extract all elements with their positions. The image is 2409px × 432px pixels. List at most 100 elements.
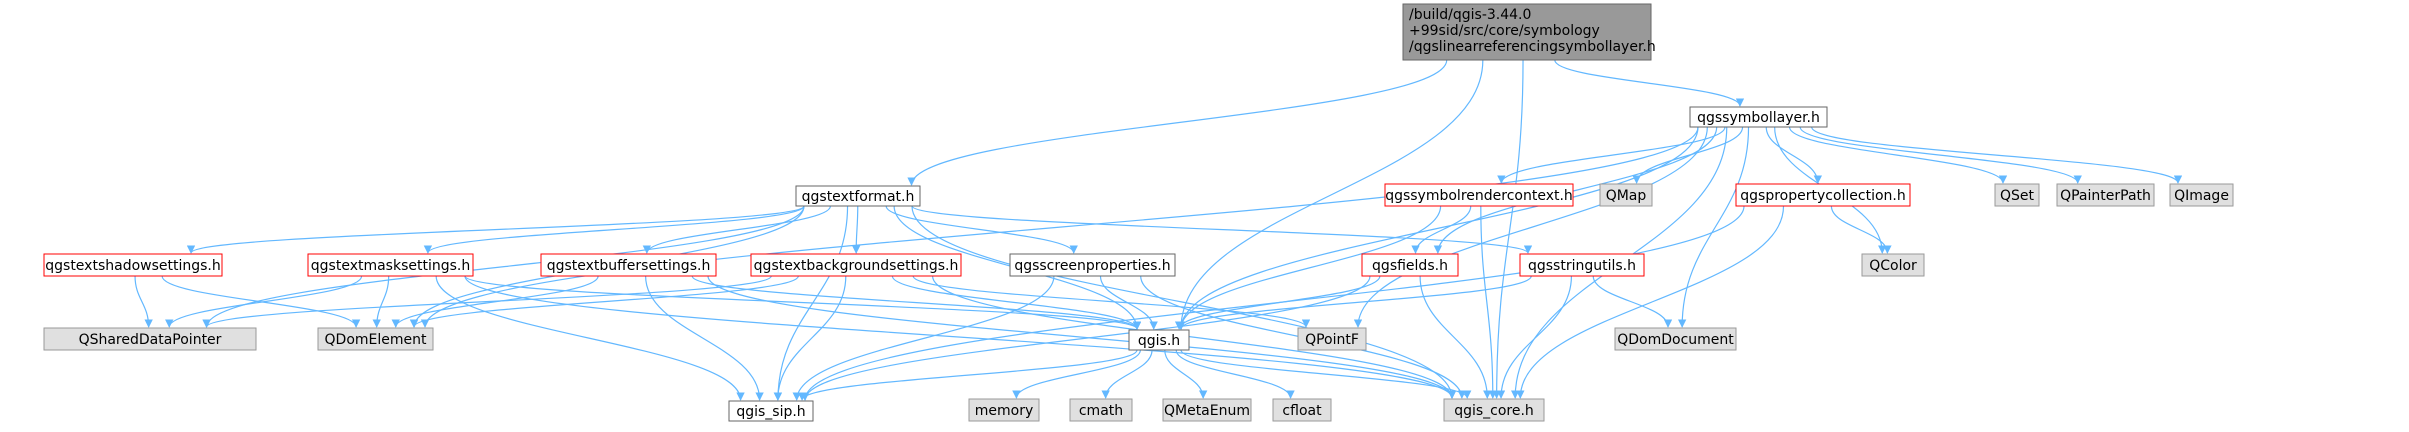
- node-box-QMetaEnum: [1162, 398, 1252, 422]
- edge-qgstextformat-to-qgstextmasksettings: [423, 205, 805, 254]
- edge-qgstextformat-to-qgstextshadowsettings: [187, 205, 805, 254]
- node-qgstextbuffersettings[interactable]: qgstextbuffersettings.h: [540, 253, 717, 277]
- node-label-QColor: QColor: [1869, 258, 1917, 274]
- node-QDomDocument: QDomDocument: [1614, 327, 1737, 351]
- edge-qgstextbackgroundsettings-to-QDomElement: [409, 275, 799, 328]
- node-QPainterPath: QPainterPath: [2056, 183, 2155, 207]
- node-label-qgis_sip: qgis_sip.h: [736, 404, 805, 420]
- node-label-QMap: QMap: [1606, 188, 1647, 204]
- edge-qgstextmasksettings-to-qgis: [464, 275, 1141, 330]
- edge-root-to-qgstextformat: [907, 59, 1448, 186]
- node-qgstextshadowsettings[interactable]: qgstextshadowsettings.h: [43, 253, 223, 277]
- edge-qgspropertycollection-to-QColor: [1830, 205, 1892, 254]
- node-box-qgstextbuffersettings: [540, 253, 717, 277]
- edge-qgssymbolrendercontext-to-qgis: [1176, 205, 1442, 330]
- node-label-QMetaEnum: QMetaEnum: [1164, 403, 1250, 419]
- node-QSharedDataPointer: QSharedDataPointer: [43, 327, 257, 351]
- edge-qgstextformat-to-qgsstringutils: [911, 205, 1532, 254]
- node-label-qgis_core: qgis_core.h: [1454, 403, 1534, 419]
- node-box-root: [1402, 3, 1652, 61]
- node-box-qgssymbolrendercontext: [1384, 183, 1574, 207]
- node-qgis_sip[interactable]: qgis_sip.h: [728, 400, 814, 422]
- node-QColor: QColor: [1861, 253, 1925, 277]
- node-qgstextformat[interactable]: qgstextformat.h: [795, 185, 921, 207]
- edge-qgsstringutils-to-qgis_core: [1496, 275, 1573, 399]
- edge-qgstextbackgroundsettings-to-QPointF: [912, 275, 1311, 328]
- edge-qgstextformat-to-QSharedDataPointer: [202, 205, 805, 328]
- node-label-memory: memory: [975, 403, 1034, 419]
- node-qgstextmasksettings[interactable]: qgstextmasksettings.h: [307, 253, 474, 277]
- node-root[interactable]: /build/qgis-3.44.0+99sid/src/core/symbol…: [1402, 3, 1656, 61]
- edge-qgsfields-to-qgis_sip: [800, 275, 1371, 401]
- node-label-QDomDocument: QDomDocument: [1617, 332, 1734, 348]
- node-label-QPointF: QPointF: [1305, 332, 1359, 348]
- node-box-QSharedDataPointer: [43, 327, 257, 351]
- node-label-qgstextshadowsettings: qgstextshadowsettings.h: [45, 258, 221, 274]
- node-box-qgis_core: [1443, 398, 1545, 422]
- node-label-qgspropertycollection: qgspropertycollection.h: [1740, 188, 1906, 204]
- node-box-qgstextshadowsettings: [43, 253, 223, 277]
- node-label-root-line-0: /build/qgis-3.44.0: [1409, 7, 1531, 23]
- edge-qgssymbollayer-to-QPointF: [1353, 126, 1708, 328]
- node-box-QDomElement: [317, 327, 434, 351]
- node-label-root-line-1: +99sid/src/core/symbology: [1409, 23, 1600, 39]
- node-box-QImage: [2169, 183, 2234, 207]
- node-box-qgsstringutils: [1519, 253, 1645, 277]
- edge-qgsstringutils-to-QDomDocument: [1592, 275, 1673, 328]
- edges-layer: [134, 59, 2183, 401]
- edge-qgis-to-memory: [1012, 349, 1141, 399]
- node-QPointF: QPointF: [1297, 327, 1367, 351]
- node-box-cmath: [1069, 398, 1133, 422]
- edge-qgssymbollayer-to-QDomElement: [420, 126, 1699, 328]
- node-label-cfloat: cfloat: [1282, 403, 1322, 419]
- node-QSet: QSet: [1994, 183, 2040, 207]
- edge-qgstextmasksettings-to-qgis_sip: [435, 275, 745, 401]
- node-QMetaEnum: QMetaEnum: [1162, 398, 1252, 422]
- node-box-QColor: [1861, 253, 1925, 277]
- edge-qgstextbackgroundsettings-to-qgis: [891, 275, 1142, 330]
- edge-qgstextshadowsettings-to-QDomElement: [161, 275, 361, 328]
- node-label-qgsstringutils: qgsstringutils.h: [1528, 258, 1636, 274]
- node-box-qgstextformat: [795, 185, 921, 207]
- edge-qgsscreenproperties-to-qgis_sip: [792, 275, 1055, 401]
- node-qgis[interactable]: qgis.h: [1128, 329, 1190, 351]
- node-box-qgsfields: [1361, 253, 1459, 277]
- edge-qgssymbollayer-to-QPainterPath: [1799, 126, 2082, 184]
- edge-qgstextbackgroundsettings-to-QSharedDataPointer: [202, 275, 772, 328]
- edge-qgspropertycollection-to-qgis_core: [1516, 205, 1785, 399]
- node-cmath: cmath: [1069, 398, 1133, 422]
- node-qgstextbackgroundsettings[interactable]: qgstextbackgroundsettings.h: [750, 253, 962, 277]
- node-qgspropertycollection[interactable]: qgspropertycollection.h: [1735, 183, 1911, 207]
- node-box-QPointF: [1297, 327, 1367, 351]
- node-box-qgstextmasksettings: [307, 253, 474, 277]
- node-label-QPainterPath: QPainterPath: [2060, 188, 2151, 204]
- edge-qgssymbollayer-to-QImage: [1811, 126, 2183, 184]
- edge-qgstextmasksettings-to-QSharedDataPointer: [165, 275, 363, 328]
- edge-qgstextshadowsettings-to-QSharedDataPointer: [134, 275, 153, 328]
- node-qgsfields[interactable]: qgsfields.h: [1361, 253, 1459, 277]
- node-box-qgis_sip: [728, 400, 814, 422]
- node-label-qgssymbolrendercontext: qgssymbolrendercontext.h: [1385, 188, 1573, 204]
- edge-qgsstringutils-to-qgis: [1176, 275, 1532, 330]
- node-label-QImage: QImage: [2174, 188, 2229, 204]
- node-memory: memory: [968, 398, 1040, 422]
- node-box-cfloat: [1272, 398, 1332, 422]
- node-qgsstringutils[interactable]: qgsstringutils.h: [1519, 253, 1645, 277]
- node-qgssymbollayer[interactable]: qgssymbollayer.h: [1689, 106, 1828, 128]
- node-label-QDomElement: QDomElement: [325, 332, 427, 348]
- node-label-root-line-2: /qgslinearreferencingsymbollayer.h: [1409, 39, 1656, 55]
- node-qgssymbolrendercontext[interactable]: qgssymbolrendercontext.h: [1384, 183, 1574, 207]
- node-label-QSharedDataPointer: QSharedDataPointer: [79, 332, 222, 348]
- edge-qgstextmasksettings-to-QDomElement: [372, 275, 390, 328]
- edge-qgstextformat-to-qgsscreenproperties: [885, 205, 1078, 254]
- nodes-layer: /build/qgis-3.44.0+99sid/src/core/symbol…: [43, 3, 2234, 422]
- node-label-qgstextmasksettings: qgstextmasksettings.h: [311, 258, 470, 274]
- edge-qgstextformat-to-qgstextbuffersettings: [642, 205, 832, 254]
- edge-qgssymbollayer-to-QSet: [1788, 126, 2008, 184]
- edge-qgsfields-to-qgis_core: [1419, 275, 1492, 399]
- edge-qgis-to-cmath: [1101, 349, 1153, 399]
- edge-qgstextbuffersettings-to-qgis_sip: [645, 275, 764, 401]
- edge-root-to-qgssymbollayer: [1554, 59, 1745, 107]
- node-qgsscreenproperties[interactable]: qgsscreenproperties.h: [1009, 253, 1176, 277]
